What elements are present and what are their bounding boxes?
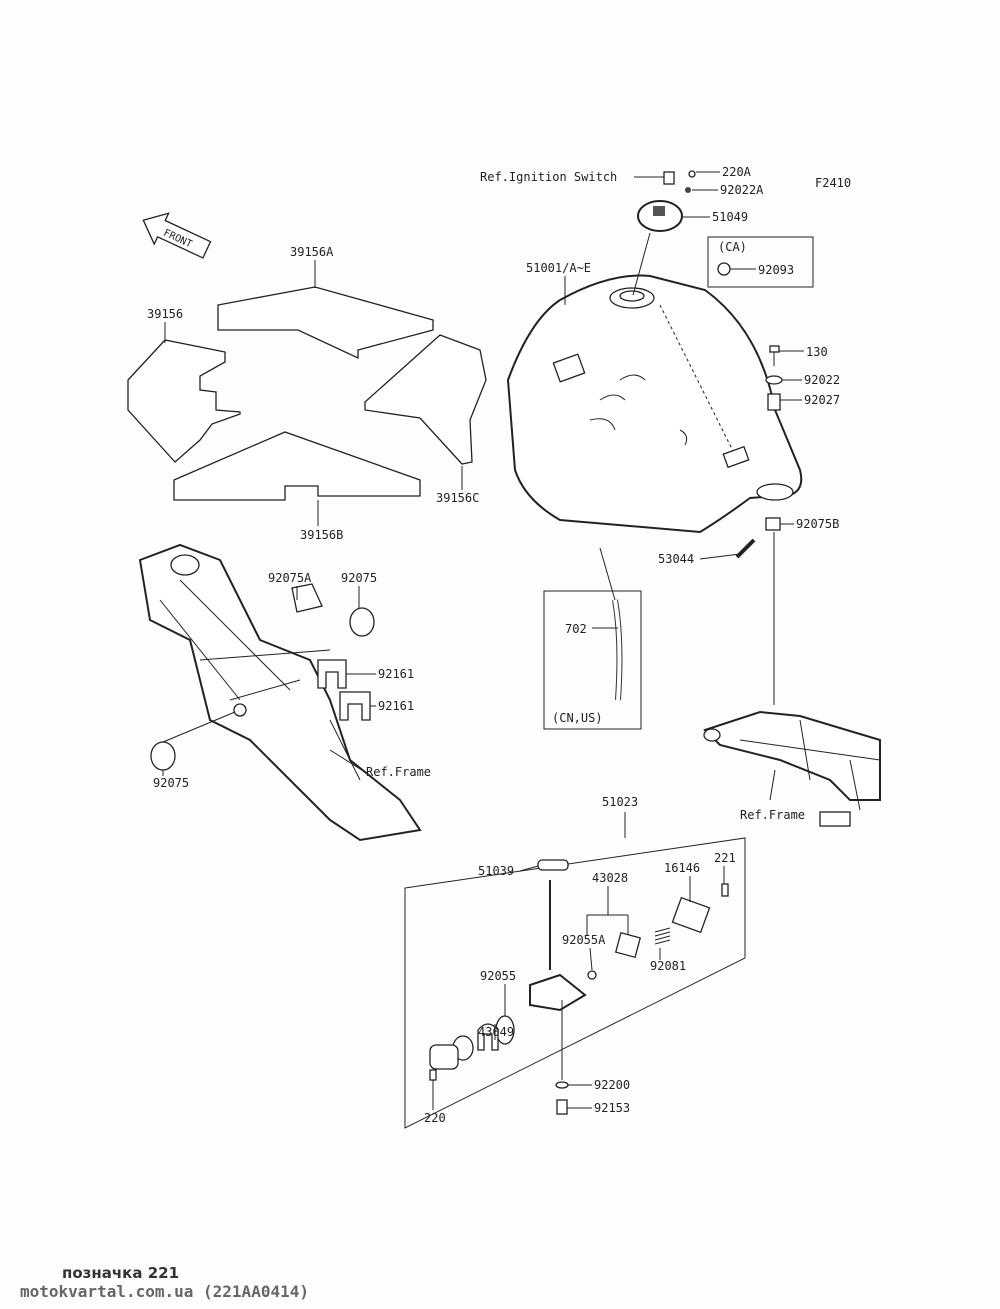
- frame-right: [703, 710, 881, 827]
- label-92075-top: 92075: [341, 571, 377, 585]
- label-92075A: 92075A: [268, 571, 312, 585]
- damper-92075A: [291, 583, 323, 613]
- screw-220A: [688, 170, 696, 178]
- damper-92075B: [765, 517, 781, 531]
- cover-16146: [671, 896, 711, 934]
- tank-mats: [127, 286, 487, 501]
- nut-92093: [717, 262, 731, 276]
- bolt-92153: [556, 1099, 568, 1115]
- label-51023: 51023: [602, 795, 638, 809]
- ca-box: [707, 236, 814, 288]
- label-51039: 51039: [478, 864, 514, 878]
- screw-220: [429, 1069, 437, 1081]
- label-92075B: 92075B: [796, 517, 839, 531]
- diaphragm-43028: [614, 931, 642, 959]
- label-702: 702: [565, 622, 587, 636]
- mat-39156B: [173, 431, 421, 501]
- label-92200: 92200: [594, 1078, 630, 1092]
- damper-92161-b: [339, 691, 371, 721]
- leader-lines: [162, 171, 804, 1110]
- label-cn-us: (CN,US): [552, 711, 603, 725]
- caption: позначка 221: [62, 1264, 180, 1282]
- label-92055A: 92055A: [562, 933, 606, 947]
- oring-51039: [537, 859, 569, 871]
- mat-39156C: [364, 334, 487, 465]
- fuel-cap-51049: [637, 200, 683, 232]
- label-43028: 43028: [592, 871, 628, 885]
- label-39156A: 39156A: [290, 245, 334, 259]
- oring-92055A: [587, 970, 597, 980]
- label-221: 221: [714, 851, 736, 865]
- label-92161-a: 92161: [378, 667, 414, 681]
- label-92027: 92027: [804, 393, 840, 407]
- label-51049: 51049: [712, 210, 748, 224]
- label-92022A: 92022A: [720, 183, 764, 197]
- label-53044: 53044: [658, 552, 694, 566]
- washer-92022A: [685, 187, 691, 193]
- spring-92081: [654, 927, 671, 945]
- fuel-cock-assembly-box: [404, 837, 746, 1129]
- frame-left: [138, 543, 422, 842]
- mat-39156A: [217, 286, 434, 360]
- label-ca: (CA): [718, 240, 747, 254]
- label-39156: 39156: [147, 307, 183, 321]
- ignition-switch-cover: [663, 171, 675, 185]
- source-watermark: motokvartal.com.ua (221AA0414): [20, 1282, 309, 1301]
- filter-43049: [477, 1023, 499, 1051]
- washer-92022: [765, 375, 783, 385]
- label-220A: 220A: [722, 165, 752, 179]
- label-220: 220: [424, 1111, 446, 1125]
- mat-39156: [127, 339, 241, 463]
- damper-92075-left: [150, 741, 176, 771]
- diagram-code: F2410: [815, 176, 851, 190]
- label-39156C: 39156C: [436, 491, 479, 505]
- label-130: 130: [806, 345, 828, 359]
- label-92075-left: 92075: [153, 776, 189, 790]
- front-arrow-icon: FRONT: [142, 212, 212, 259]
- label-92161-b: 92161: [378, 699, 414, 713]
- label-43049: 43049: [478, 1025, 514, 1039]
- fuel-tank-51001: [506, 274, 803, 534]
- collar-92027: [767, 393, 781, 411]
- screw-221: [721, 883, 729, 897]
- washer-92200: [555, 1081, 569, 1089]
- label-92022: 92022: [804, 373, 840, 387]
- label-92055: 92055: [480, 969, 516, 983]
- label-92081: 92081: [650, 959, 686, 973]
- label-ref-frame-right: Ref.Frame: [740, 808, 805, 822]
- damper-92161-a: [317, 659, 347, 689]
- label-51001: 51001/A~E: [526, 261, 591, 275]
- label-92153: 92153: [594, 1101, 630, 1115]
- fuel-cock-body: [529, 973, 587, 1012]
- label-92093: 92093: [758, 263, 794, 277]
- label-16146: 16146: [664, 861, 700, 875]
- label-ref-frame-left: Ref.Frame: [366, 765, 431, 779]
- damper-92075-top: [349, 607, 375, 637]
- label-39156B: 39156B: [300, 528, 343, 542]
- bolt-130: [769, 345, 780, 366]
- cn-us-box: [543, 590, 642, 730]
- label-ref-ignition-switch: Ref.Ignition Switch: [480, 170, 617, 184]
- plate: [429, 1044, 459, 1070]
